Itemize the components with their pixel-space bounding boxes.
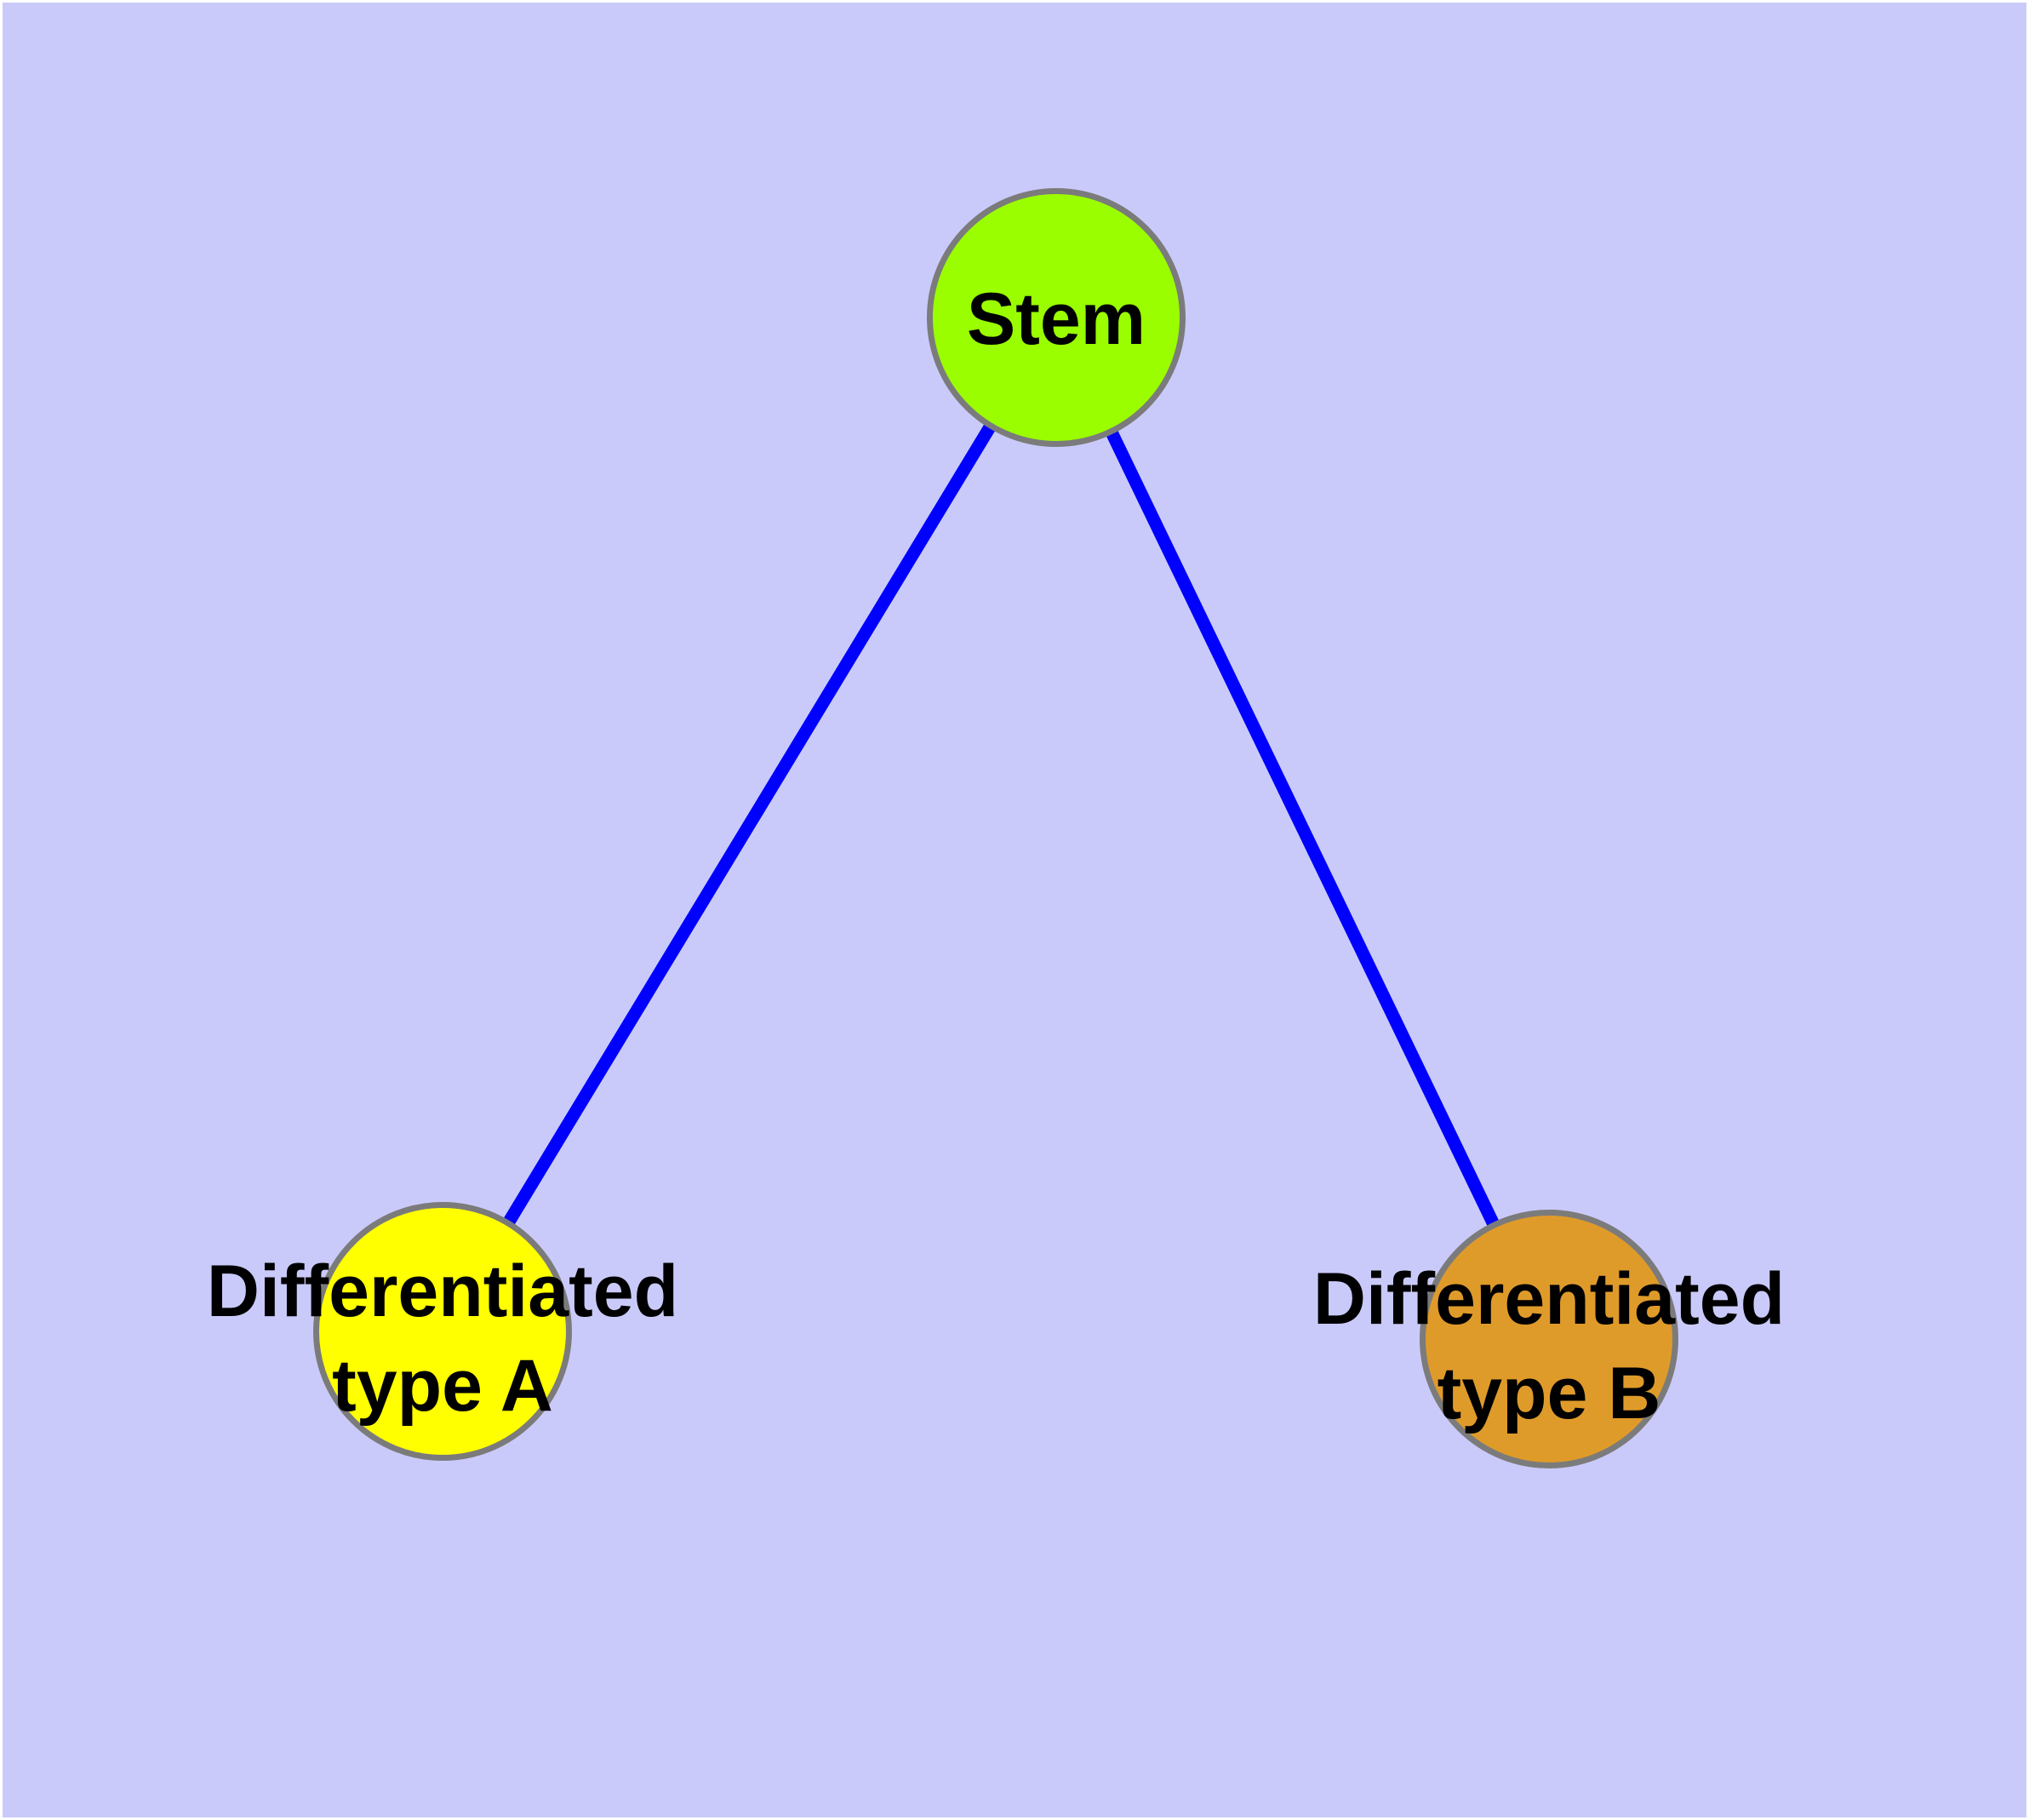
node-label-stem: Stem (967, 278, 1146, 360)
node-label-line: type B (1437, 1353, 1661, 1434)
edge-stem-to-differentiated-type-b (1050, 314, 1555, 1342)
edge-stem-to-differentiated-type-a (437, 314, 1062, 1335)
nodes-layer (313, 188, 1678, 1468)
node-label-line: Differentiated (207, 1251, 678, 1332)
node-label-line: Differentiated (1313, 1258, 1785, 1340)
node-label-differentiated-type-b: Differentiated type B (1313, 1258, 1785, 1434)
node-label-line: Stem (967, 278, 1146, 360)
node-differentiated-type-a (313, 1202, 572, 1461)
node-differentiated-type-b (1420, 1210, 1678, 1468)
node-label-differentiated-type-a: Differentiated type A (207, 1251, 678, 1427)
node-stem (927, 188, 1186, 447)
node-label-line: type A (332, 1345, 553, 1427)
edges-layer (437, 314, 1555, 1342)
